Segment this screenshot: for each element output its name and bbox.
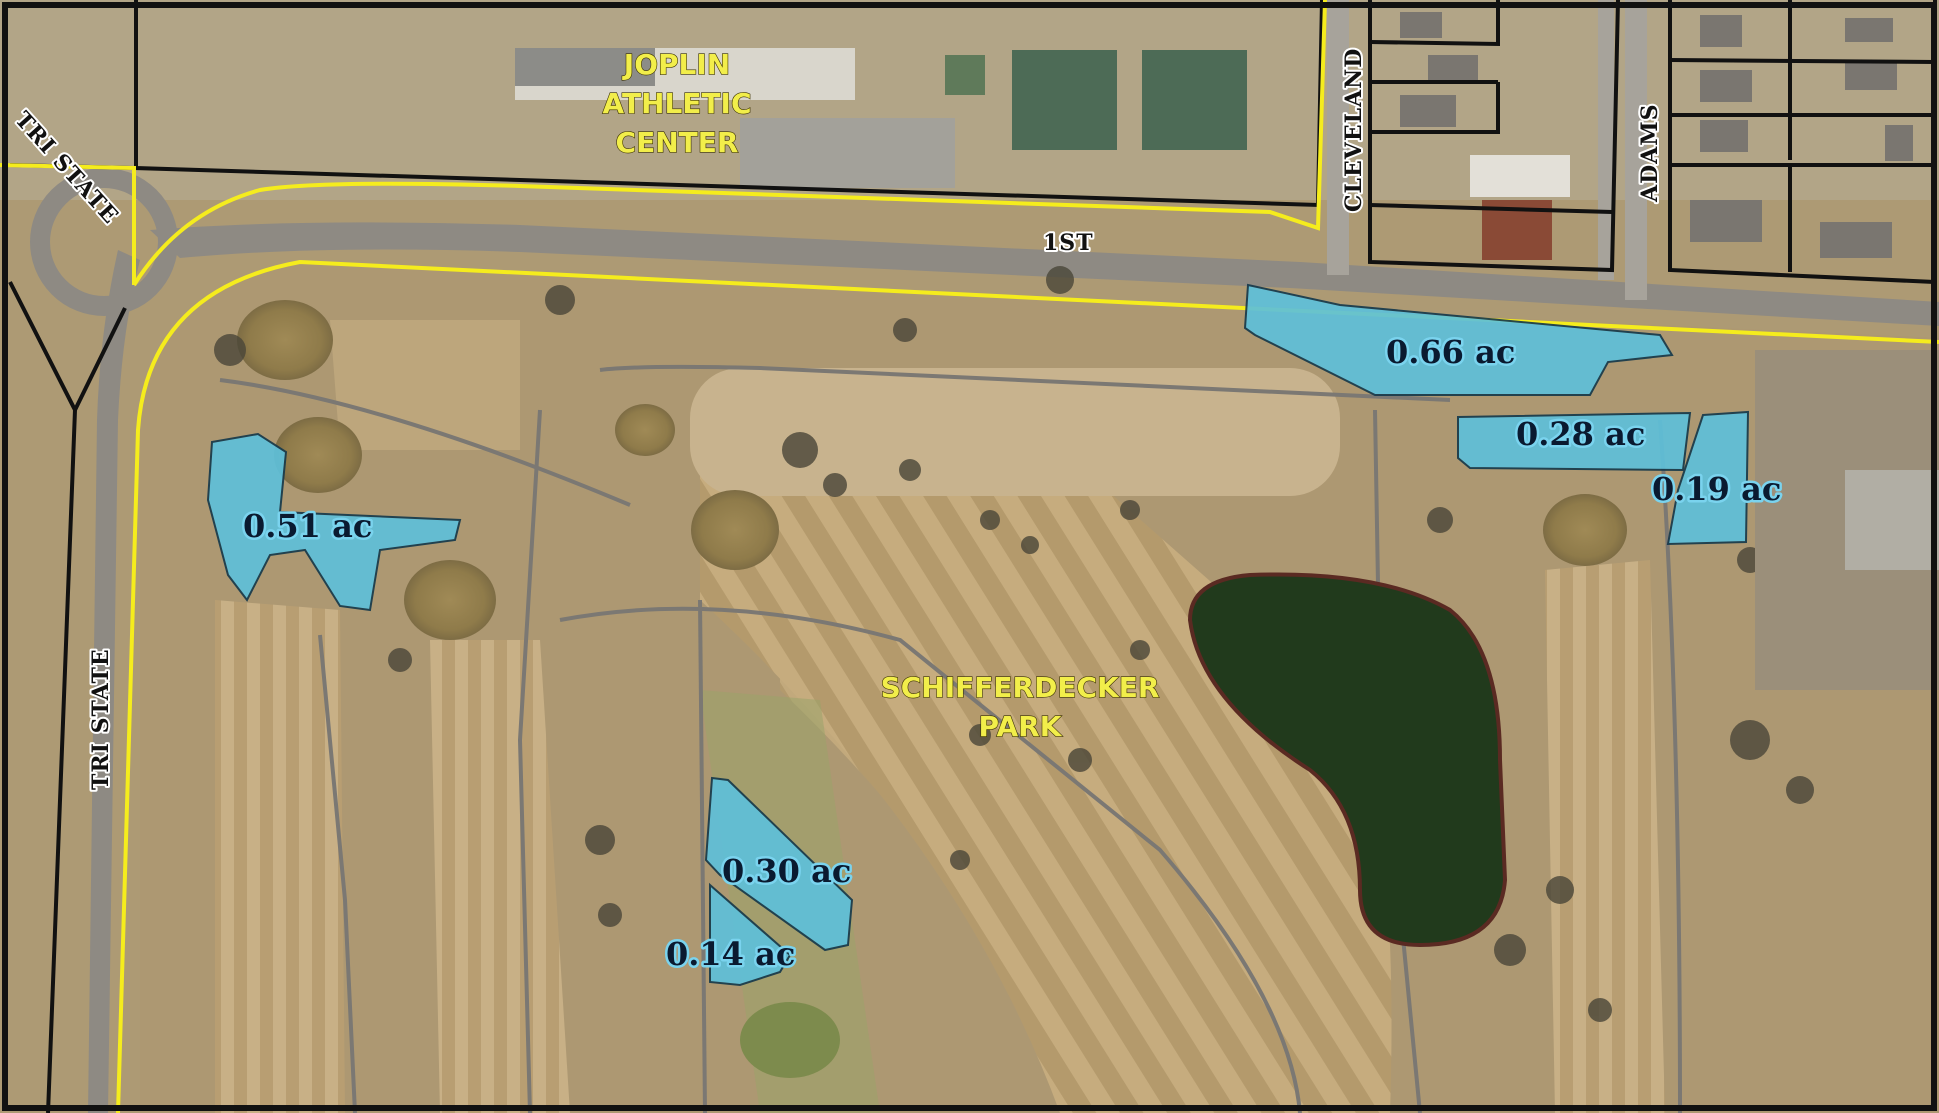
area-label-051: 0.51 ac [243, 507, 372, 545]
fairway-north [690, 368, 1340, 496]
parcel-014 [709, 882, 792, 987]
fairway-diagonal [780, 480, 1330, 1113]
athletic-center-roof-dark [515, 48, 655, 86]
street-label-cleveland: CLEVELAND [1341, 48, 1367, 212]
fairway-east [1545, 560, 1665, 1113]
fairway-west-2 [430, 640, 570, 1113]
street-label-tri-state-south: TRI STATE [88, 648, 114, 790]
street-label-1st: 1ST [1043, 230, 1094, 256]
area-label-066-glow: 0.66 ac [1386, 333, 1515, 371]
street-label-adams: ADAMS [1637, 104, 1663, 203]
acreage-parcels [206, 283, 1750, 987]
parcel-051 [206, 432, 462, 612]
area-label-014-glow: 0.14 ac [666, 935, 795, 973]
area-label-014: 0.14 ac [666, 935, 795, 973]
acreage-labels: 0.66 ac 0.66 ac 0.28 ac 0.28 ac 0.19 ac … [241, 331, 1784, 976]
parking-lot [740, 118, 955, 188]
place-label-park: SCHIFFERDECKER PARK [880, 670, 1160, 743]
area-label-028: 0.28 ac [1516, 415, 1645, 453]
parcel-066 [1243, 283, 1674, 396]
house-roofs [1400, 12, 1913, 258]
area-label-030-glow: 0.30 ac [722, 852, 851, 890]
place-label-athletic-center: JOPLIN ATHLETIC CENTER [602, 47, 752, 159]
street-label-adams-halo: ADAMS [1637, 104, 1663, 203]
area-label-030: 0.30 ac [722, 852, 851, 890]
small-court [945, 55, 985, 95]
street-label-1st-halo: 1ST [1043, 230, 1094, 256]
tennis-court-2 [1142, 50, 1247, 150]
pond [1187, 572, 1508, 948]
parcel-028 [1457, 411, 1692, 472]
fairway-west-3 [330, 320, 520, 450]
tri-state-road [88, 250, 140, 1113]
place-label-park-line-2: PARK [979, 710, 1063, 743]
cleveland-road [1327, 0, 1349, 275]
adams-road [1625, 0, 1647, 300]
fairway-west-1 [215, 600, 345, 1113]
street-label-cleveland-halo: CLEVELAND [1341, 48, 1367, 212]
area-label-066: 0.66 ac [1386, 333, 1515, 371]
area-label-028-glow: 0.28 ac [1516, 415, 1645, 453]
parcel-030 [704, 776, 854, 952]
area-label-019: 0.19 ac [1652, 470, 1781, 508]
place-label-athletic-line-2: ATHLETIC [602, 87, 751, 120]
putting-greens [237, 300, 1627, 1078]
area-label-019-glow: 0.19 ac [1652, 470, 1781, 508]
trees [214, 266, 1814, 1022]
area-label-051-glow: 0.51 ac [243, 507, 372, 545]
place-label-park-line-1: SCHIFFERDECKER [881, 671, 1160, 704]
east-lot-slab [1845, 470, 1939, 570]
cart-paths [219, 364, 1682, 1113]
street-label-tri-state-south-halo: TRI STATE [88, 648, 114, 790]
parcel-019 [1666, 410, 1750, 546]
church-building [1470, 155, 1570, 197]
place-label-athletic-line-3: CENTER [616, 126, 739, 159]
first-street-road [150, 222, 1939, 326]
tennis-court-1 [1012, 50, 1117, 150]
place-label-athletic-line-1: JOPLIN [622, 48, 730, 81]
